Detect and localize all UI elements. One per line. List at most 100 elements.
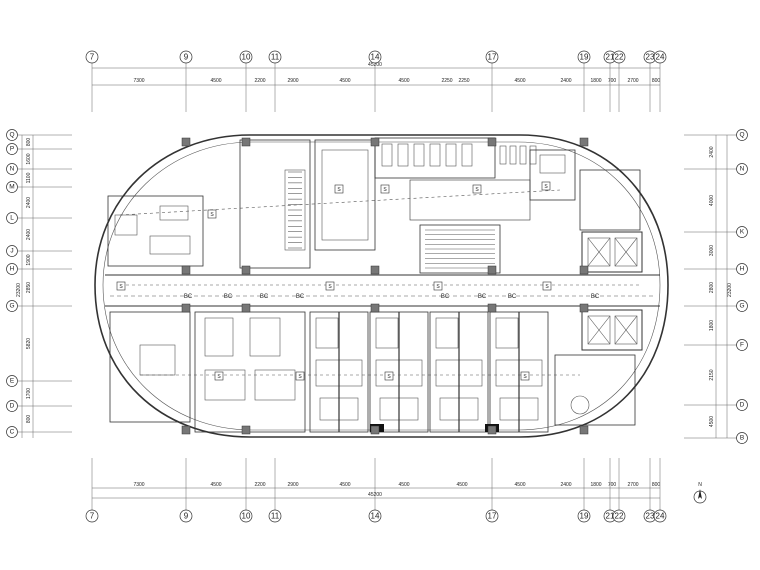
top-axis-label: 23 xyxy=(646,53,655,62)
north-zone xyxy=(107,137,643,274)
top-axis-label: 24 xyxy=(656,53,665,62)
left-dim-value: 1100 xyxy=(26,172,32,183)
bottom-axis-label: 11 xyxy=(271,512,280,521)
right-axis-label: F xyxy=(740,342,744,349)
top-axis-bubble xyxy=(268,50,282,64)
right-dim-value: 1800 xyxy=(709,320,715,331)
left-axis-label: J xyxy=(10,248,13,255)
bottom-dim-value: 4500 xyxy=(210,482,221,488)
right-axis-bubble xyxy=(736,163,748,175)
bottom-axis-label: 22 xyxy=(615,512,624,521)
top-axis-bubble xyxy=(612,50,626,64)
left-axis-label: N xyxy=(10,166,15,173)
left-dim-value: 2850 xyxy=(26,282,32,293)
right-axis-label: N xyxy=(740,166,745,173)
corridor-mark: BC xyxy=(184,294,193,300)
bottom-dim-value: 2400 xyxy=(560,482,571,488)
bottom-dim-value: 700 xyxy=(608,482,617,488)
sprinkler-mark: S xyxy=(523,374,527,380)
right-axis-bubble xyxy=(736,399,748,411)
bottom-dim-value: 4500 xyxy=(456,482,467,488)
left-dim-value: 800 xyxy=(26,138,32,147)
bottom-axis-label: 19 xyxy=(580,512,589,521)
right-axis-label: K xyxy=(740,229,745,236)
bottom-axis-bubble xyxy=(268,509,282,523)
right-axis-label: Q xyxy=(739,132,744,139)
bottom-axis-label: 23 xyxy=(646,512,655,521)
top-dim-value: 4500 xyxy=(339,78,350,84)
bottom-axis-label: 17 xyxy=(488,512,497,521)
left-axis-bubble xyxy=(6,300,18,312)
bottom-dim-value: 4500 xyxy=(339,482,350,488)
structural-columns xyxy=(181,137,589,435)
bottom-axis-bubble xyxy=(653,509,667,523)
top-axis-bubble xyxy=(577,50,591,64)
right-axis-bubble xyxy=(736,263,748,275)
top-axis-bubble xyxy=(85,50,99,64)
corridor-mark: BC xyxy=(441,294,450,300)
bottom-axis-bubble xyxy=(612,509,626,523)
sprinkler-mark: S xyxy=(475,187,479,193)
top-axis-bubble xyxy=(239,50,253,64)
left-axis-label: G xyxy=(9,303,14,310)
top-axis-label: 9 xyxy=(184,53,189,62)
bottom-axis-label: 10 xyxy=(242,512,251,521)
left-axis-label: M xyxy=(9,184,14,191)
left-axis-label: L xyxy=(10,215,14,222)
top-dim-value: 7300 xyxy=(133,78,144,84)
right-dim-value: 2150 xyxy=(709,369,715,380)
north-arrow-symbol: N xyxy=(693,482,707,504)
bottom-axis-bubble xyxy=(239,509,253,523)
top-dim-value: 2700 xyxy=(627,78,638,84)
top-dim-value: 2900 xyxy=(287,78,298,84)
bottom-axis-bubble xyxy=(485,509,499,523)
bottom-axis-bubble xyxy=(577,509,591,523)
bottom-axis-label: 7 xyxy=(90,512,95,521)
corridor-mark: BC xyxy=(260,294,269,300)
top-dim-value: 1800 xyxy=(590,78,601,84)
right-dim-value: 3000 xyxy=(709,245,715,256)
left-axis-bubble xyxy=(6,400,18,412)
bottom-axis-bubble xyxy=(368,509,382,523)
right-axis-bubbles: Q N K H G F D B xyxy=(684,129,748,444)
right-dimension-line: 23200 xyxy=(715,135,733,438)
left-axis-label: E xyxy=(10,378,15,385)
top-axis-label: 17 xyxy=(488,53,497,62)
left-axis-label: H xyxy=(10,266,15,273)
sprinkler-mark: S xyxy=(217,374,221,380)
top-axis-bubble xyxy=(179,50,193,64)
left-dim-value: 2400 xyxy=(26,197,32,208)
sprinkler-mark: S xyxy=(298,374,302,380)
bottom-dim-value: 4500 xyxy=(514,482,525,488)
right-axis-label: D xyxy=(740,402,745,409)
bottom-dim-value: 7300 xyxy=(133,482,144,488)
top-dim-value: 4500 xyxy=(514,78,525,84)
right-axis-label: H xyxy=(740,266,745,273)
top-axis-label: 11 xyxy=(271,53,280,62)
sprinkler-lines xyxy=(119,189,640,376)
corridor-mark: BC xyxy=(591,294,600,300)
left-axis-bubble xyxy=(6,143,18,155)
right-axis-bubble xyxy=(736,226,748,238)
right-axis-bubble xyxy=(736,300,748,312)
bottom-dim-value: 1800 xyxy=(590,482,601,488)
sprinkler-mark: S xyxy=(544,184,548,190)
sprinkler-mark: S xyxy=(436,284,440,290)
sprinkler-mark: S xyxy=(383,187,387,193)
left-dimension-line: 23200 xyxy=(16,135,34,438)
top-dim-value: 2250 xyxy=(458,78,469,84)
right-axis-label: B xyxy=(740,435,744,442)
left-axis-bubble xyxy=(6,375,18,387)
top-dim-value: 2200 xyxy=(254,78,265,84)
left-axis-bubble xyxy=(6,163,18,175)
top-dim-value: 700 xyxy=(608,78,617,84)
left-axis-label: D xyxy=(10,403,15,410)
top-dim-value: 2250 xyxy=(441,78,452,84)
right-axis-label: G xyxy=(739,303,744,310)
left-dim-value: 800 xyxy=(26,415,32,424)
right-axis-bubble xyxy=(736,432,748,444)
